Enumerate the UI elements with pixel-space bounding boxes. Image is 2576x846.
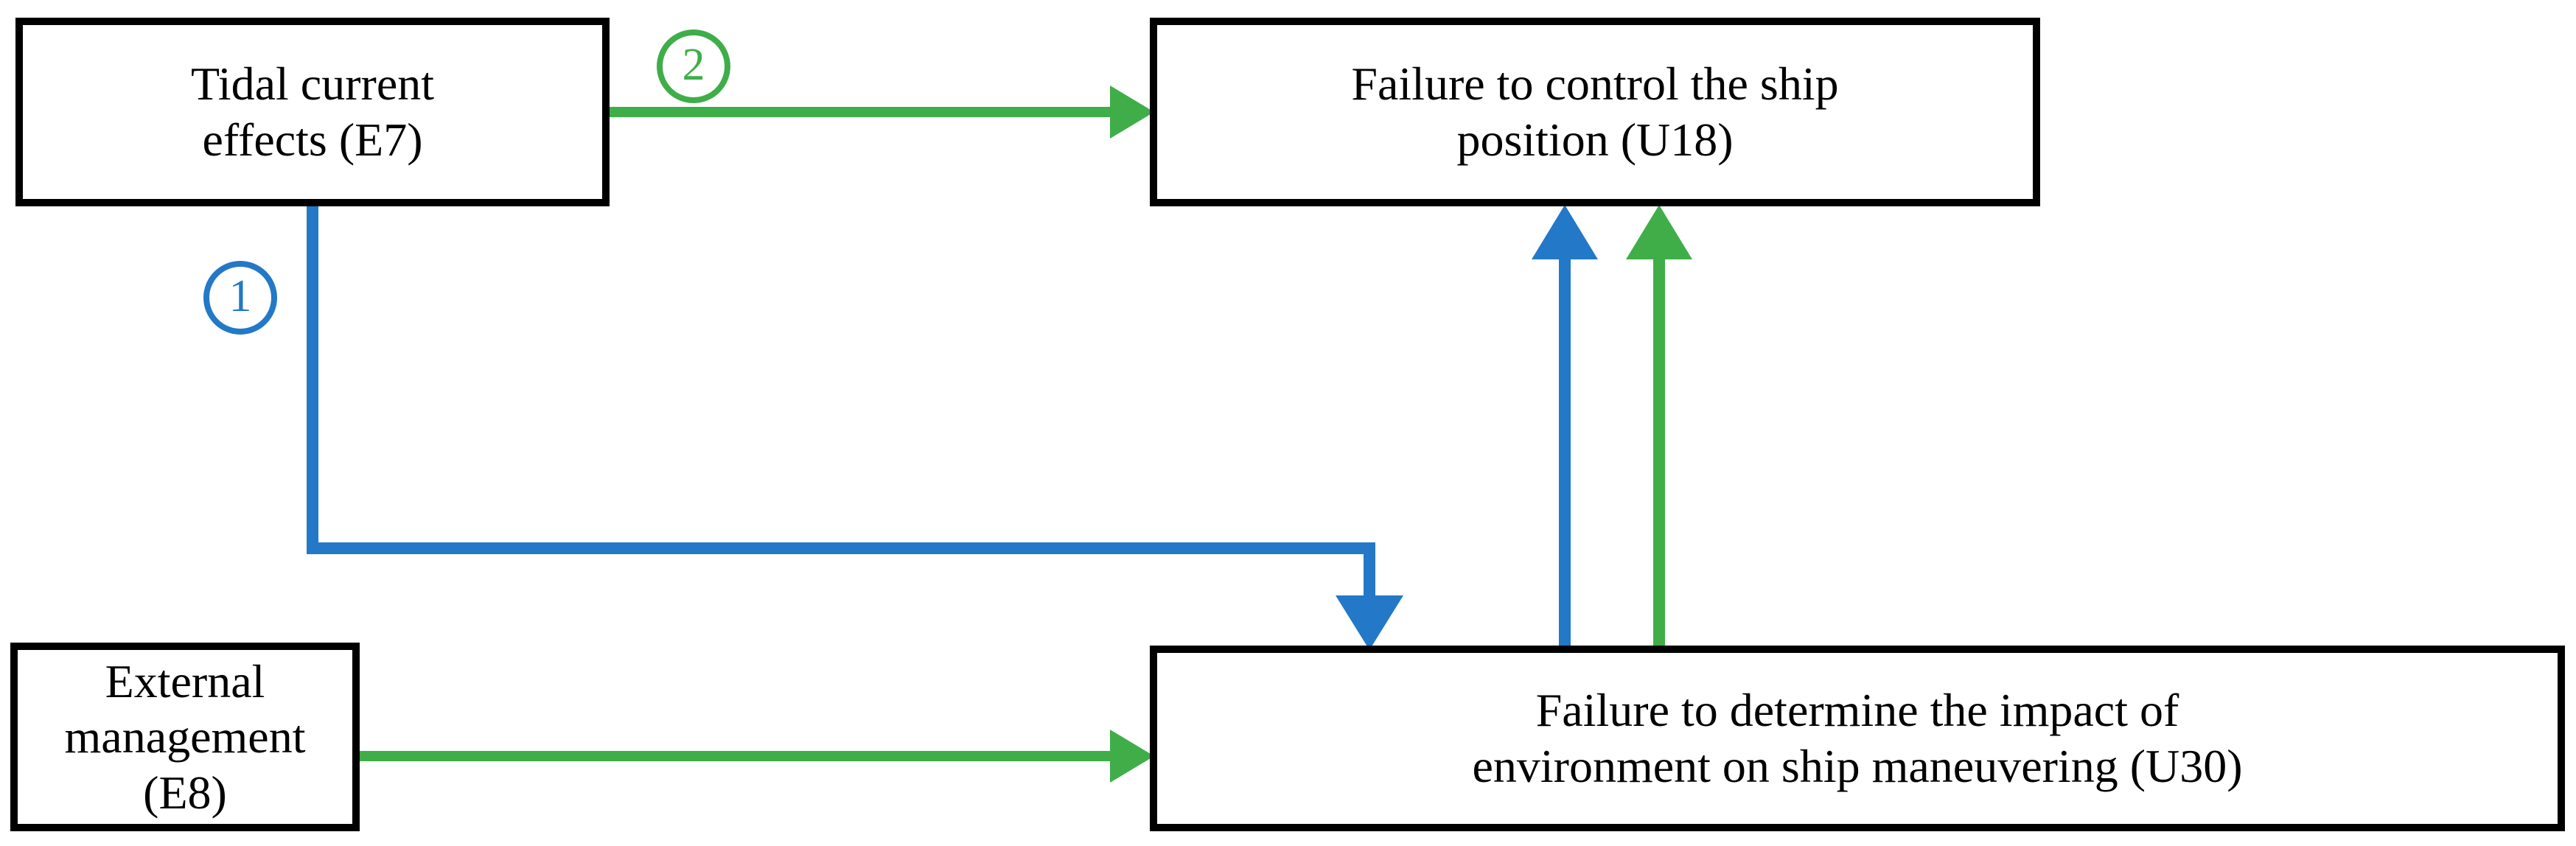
- edge-u30-to-u18-blue: [1532, 205, 1598, 646]
- node-label-e7: Tidal current effects (E7): [190, 57, 435, 166]
- edge-e8-to-u30: [360, 730, 1154, 783]
- edge-u30-to-u18-green: [1626, 205, 1692, 646]
- node-failure-to-control-ship-position[interactable]: Failure to control the ship position (U1…: [1150, 18, 2040, 206]
- edge-marker-2-label: 2: [682, 40, 705, 90]
- node-label-u30: Failure to determine the impact of envir…: [1472, 684, 2243, 792]
- edge-marker-1-circled-number: 1: [203, 261, 277, 335]
- node-external-management[interactable]: External management (E8): [10, 643, 360, 831]
- node-label-u18: Failure to control the ship position (U1…: [1351, 57, 1839, 166]
- edge-e7-to-u30: [307, 206, 1403, 650]
- node-label-e8: External management (E8): [64, 654, 306, 819]
- edge-marker-2-circled-number: 2: [657, 29, 730, 103]
- node-failure-to-determine-impact-of-environment[interactable]: Failure to determine the impact of envir…: [1150, 646, 2565, 831]
- edge-marker-1-label: 1: [228, 271, 252, 321]
- node-tidal-current-effects[interactable]: Tidal current effects (E7): [15, 18, 610, 206]
